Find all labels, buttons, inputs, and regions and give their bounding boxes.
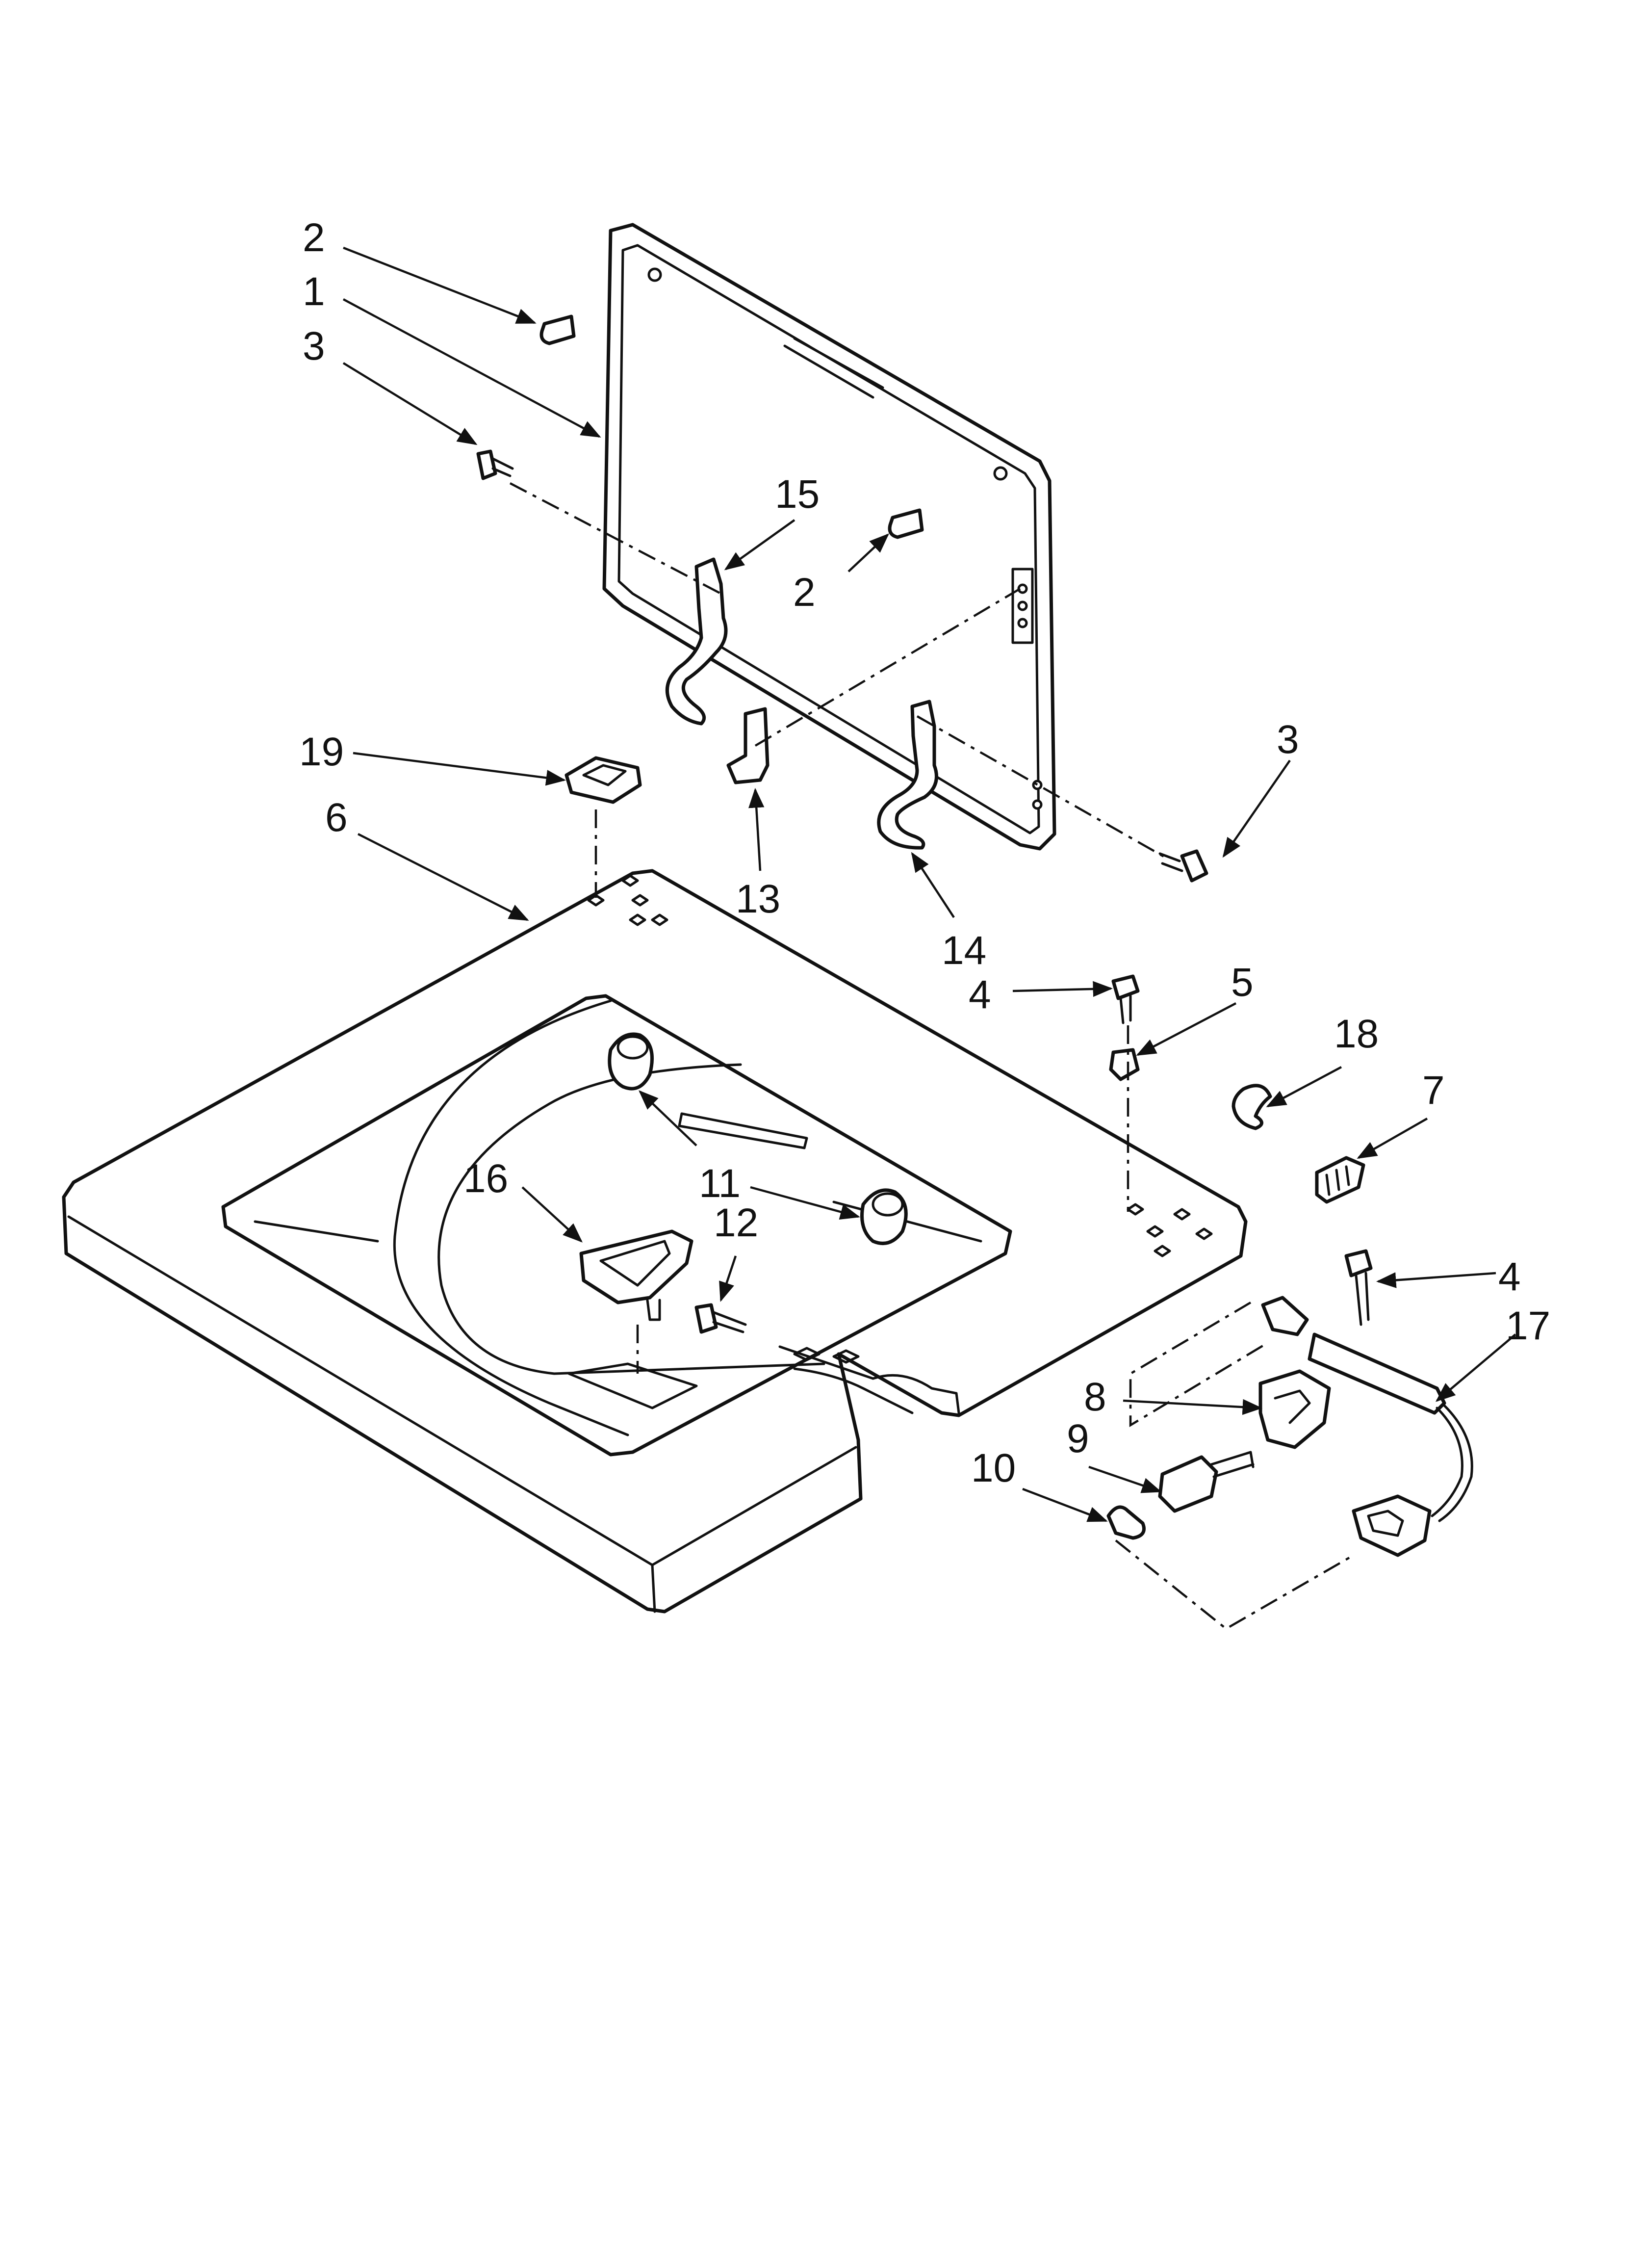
callout-15: 15 [775,472,820,517]
spring-clip-10 [1106,1505,1146,1540]
callout-2: 2 [303,215,325,260]
lid-switch-17 [1261,1296,1473,1557]
terminal-7 [1315,1156,1365,1204]
plug-19 [564,756,642,804]
bumper-right [860,1188,908,1245]
shaft-9 [1158,1451,1255,1513]
callout-1: 1 [303,269,325,314]
callout-5: 5 [1231,960,1254,1005]
clip-nut-5 [1109,1048,1140,1081]
screw-4-lower [1344,1249,1373,1326]
callout-17: 17 [1506,1303,1550,1348]
bumper-left [608,1032,654,1091]
screw-2-left [539,314,576,345]
callout-4: 4 [969,972,991,1017]
callout-14: 14 [942,928,986,973]
callout-3: 3 [303,324,325,368]
hinge-hook-right [877,700,938,850]
callout-12: 12 [714,1200,758,1245]
hinge-hook-left [665,557,728,726]
callout-18: 18 [1334,1012,1379,1056]
leader-lines [342,246,1516,1522]
lid-hole-icon [647,267,662,282]
callout-13: 13 [736,877,780,921]
actuator-8 [1258,1369,1331,1449]
screw-2-right [888,508,924,539]
callout-2: 2 [793,570,816,615]
clip-18 [1232,1084,1272,1130]
callout-labels: 2 1 3 15 2 3 19 6 13 14 4 5 18 7 11 16 1… [299,215,1550,1490]
screw-3-right [1158,849,1208,883]
callout-9: 9 [1067,1416,1089,1461]
screw-12 [694,1303,747,1334]
callout-6: 6 [325,795,348,840]
assembly-dash-lines [509,482,1355,1630]
screw-4-upper [1111,974,1140,1024]
callout-19: 19 [299,730,344,774]
callout-7: 7 [1422,1068,1445,1113]
lid-strike [579,1229,693,1321]
callout-8: 8 [1084,1375,1106,1419]
callout-11: 11 [699,1161,741,1206]
lid-frame [602,223,1056,851]
screw-3-left [476,449,514,480]
callout-3: 3 [1277,717,1299,762]
lid-hole-icon [993,466,1008,481]
callout-4: 4 [1498,1254,1521,1299]
callout-16: 16 [463,1156,508,1201]
callout-10: 10 [971,1446,1016,1490]
hinge-bracket [726,707,770,784]
